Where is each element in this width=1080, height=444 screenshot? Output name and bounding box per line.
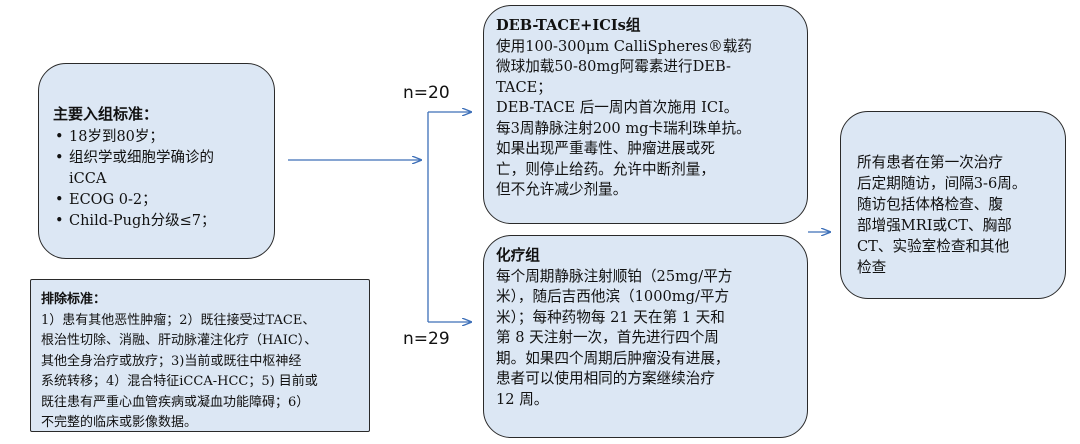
n-chemo-label: n=29 (403, 329, 450, 349)
inclusion-item: Child-Pugh分级≤7； (53, 211, 262, 232)
inclusion-criteria-box: 主要入组标准： 18岁到80岁； 组织学或细胞学确诊的 iCCA ECOG 0-… (38, 63, 275, 259)
chemo-group-box: 化疗组 每个周期静脉注射顺铂（25mg/平方 米），随后吉西他滨（1000mg/… (483, 235, 808, 438)
exclusion-text: 1）患有其他恶性肿瘤；2）既往接受过TACE、 根治性切除、消融、肝动脉灌注化疗… (41, 312, 318, 431)
inclusion-list: 18岁到80岁； 组织学或细胞学确诊的 iCCA ECOG 0-2； Child… (53, 127, 262, 232)
inclusion-item: 18岁到80岁； (53, 127, 262, 148)
deb-tace-group-box: DEB-TACE+ICIs组 使用100-300μm CalliSpheres®… (483, 5, 808, 224)
deb-tace-text: 使用100-300μm CalliSpheres®载药 微球加载50-80mg阿… (496, 37, 752, 199)
inclusion-item: 组织学或细胞学确诊的 iCCA (53, 148, 262, 190)
n-deb-label: n=20 (403, 83, 450, 103)
followup-box: 所有患者在第一次治疗 后定期随访，间隔3-6周。 随访包括体格检查、腹 部增强M… (840, 111, 1066, 299)
followup-text: 所有患者在第一次治疗 后定期随访，间隔3-6周。 随访包括体格检查、腹 部增强M… (857, 154, 1027, 276)
inclusion-title: 主要入组标准： (53, 105, 159, 123)
exclusion-criteria-box: 排除标准： 1）患有其他恶性肿瘤；2）既往接受过TACE、 根治性切除、消融、肝… (30, 279, 370, 432)
inclusion-item: ECOG 0-2； (53, 190, 262, 211)
chemo-text: 每个周期静脉注射顺铂（25mg/平方 米），随后吉西他滨（1000mg/平方 米… (496, 267, 733, 408)
chemo-title: 化疗组 (496, 247, 540, 264)
exclusion-title: 排除标准： (41, 292, 107, 307)
deb-tace-title: DEB-TACE+ICIs组 (496, 17, 641, 34)
